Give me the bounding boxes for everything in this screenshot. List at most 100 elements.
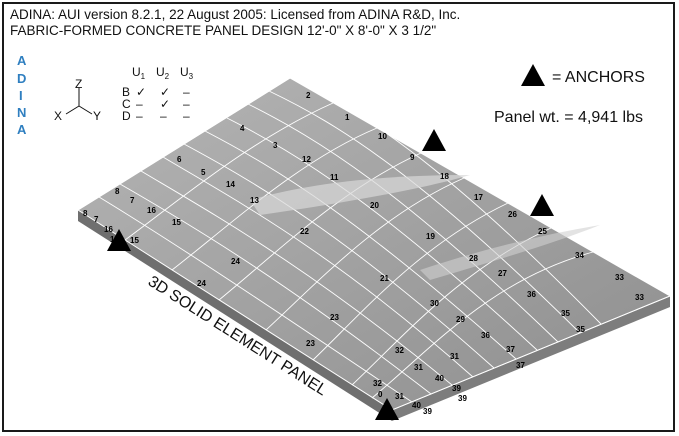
- element-label: 8: [83, 209, 88, 218]
- element-label: 31: [414, 363, 423, 372]
- element-label: 19: [426, 232, 435, 241]
- element-label: 30: [430, 299, 439, 308]
- dof-row-d-u2: –: [160, 109, 167, 123]
- element-label: 1: [345, 113, 350, 122]
- z-axis-label: Z: [75, 77, 82, 91]
- element-label: 5: [201, 168, 206, 177]
- element-label: 2: [306, 91, 311, 100]
- element-label: 33: [635, 293, 644, 302]
- element-labels: 2 1 4 10 3 9 12 6 5 11 18 14 8 17 13 7 2…: [83, 91, 644, 416]
- element-label: 37: [516, 361, 525, 370]
- dof-row-c-u1: –: [136, 97, 143, 111]
- dof-col-u1: U1: [132, 65, 146, 81]
- anchor-marker-1: [422, 129, 446, 151]
- element-label: 35: [576, 325, 585, 334]
- dof-col-u3: U3: [180, 65, 194, 81]
- dof-row-b-u1: ✓: [136, 85, 146, 99]
- dof-row-d-u3: –: [183, 109, 190, 123]
- element-label: 40: [412, 401, 421, 410]
- panel-weight-text: Panel wt. = 4,941 lbs: [494, 109, 643, 126]
- element-label: 0: [378, 390, 383, 399]
- element-label: 20: [370, 201, 379, 210]
- element-label: 9: [410, 153, 415, 162]
- element-label: 32: [395, 346, 404, 355]
- element-label: 35: [561, 309, 570, 318]
- element-label: 33: [615, 273, 624, 282]
- mesh-lines: [77, 77, 671, 411]
- dof-row-b-label: B: [122, 85, 130, 99]
- logo-letter-d: D: [17, 71, 26, 86]
- x-axis-label: X: [54, 109, 62, 123]
- element-label: 39: [452, 384, 461, 393]
- element-label: 14: [226, 180, 235, 189]
- element-label: 7: [94, 215, 99, 224]
- element-label: 6: [177, 155, 182, 164]
- y-axis-line: [78, 105, 93, 115]
- surface-highlight: [250, 175, 470, 215]
- element-label: 12: [302, 155, 311, 164]
- dof-row-b-u3: –: [183, 85, 190, 99]
- element-label: 39: [423, 407, 432, 416]
- logo-letter-n: N: [17, 105, 26, 120]
- element-label: 28: [469, 254, 478, 263]
- element-label: 16: [110, 235, 119, 244]
- element-label: 27: [498, 269, 507, 278]
- dof-row-b-u2: ✓: [160, 85, 170, 99]
- dof-col-u2: U2: [156, 65, 170, 81]
- element-label: 31: [395, 392, 404, 401]
- element-label: 32: [373, 379, 382, 388]
- header-line-2: FABRIC-FORMED CONCRETE PANEL DESIGN 12'-…: [10, 23, 437, 38]
- element-label: 8: [115, 187, 120, 196]
- element-label: 3: [273, 141, 278, 150]
- x-axis-line: [65, 105, 80, 115]
- element-label: 16: [147, 206, 156, 215]
- dof-row-d-label: D: [122, 109, 131, 123]
- header-line-1: ADINA: AUI version 8.2.1, 22 August 2005…: [10, 7, 461, 22]
- element-label: 24: [231, 257, 240, 266]
- element-label: 23: [306, 339, 315, 348]
- element-label: 10: [378, 132, 387, 141]
- dof-table: U1 U2 U3 B ✓ ✓ – C – ✓ – D – – –: [122, 65, 194, 123]
- anchor-marker-3: [107, 229, 131, 251]
- element-label: 29: [456, 315, 465, 324]
- element-label: 37: [506, 345, 515, 354]
- y-axis-label: Y: [93, 109, 101, 123]
- dof-row-c-label: C: [122, 97, 131, 111]
- anchor-marker-4: [375, 398, 399, 420]
- logo-letter-a1: A: [17, 53, 27, 68]
- element-label: 22: [300, 227, 309, 236]
- element-label: 16: [104, 225, 113, 234]
- element-label: 4: [240, 124, 245, 133]
- panel-top-surface: [77, 77, 672, 411]
- element-label: 24: [197, 279, 206, 288]
- element-label: 13: [250, 196, 259, 205]
- element-label: 15: [130, 236, 139, 245]
- element-label: 18: [440, 172, 449, 181]
- element-label: 15: [172, 218, 181, 227]
- element-label: 36: [481, 331, 490, 340]
- element-label: 39: [458, 394, 467, 403]
- anchor-legend-label: = ANCHORS: [552, 69, 645, 86]
- element-label: 26: [508, 210, 517, 219]
- dof-row-c-u3: –: [183, 97, 190, 111]
- element-label: 23: [330, 313, 339, 322]
- surface-highlight-2: [420, 225, 600, 280]
- element-label: 34: [575, 251, 584, 260]
- adina-logo: A D I N A: [17, 53, 27, 137]
- element-label: 21: [380, 274, 389, 283]
- element-label: 40: [435, 374, 444, 383]
- dof-row-d-u1: –: [136, 109, 143, 123]
- element-label: 31: [450, 352, 459, 361]
- dof-row-c-u2: ✓: [160, 97, 170, 111]
- panel-front-face: [78, 210, 392, 421]
- element-label: 36: [527, 290, 536, 299]
- anchor-marker-2: [530, 194, 554, 216]
- element-label: 17: [474, 193, 483, 202]
- panel-right-face: [392, 296, 670, 421]
- anchor-legend-icon: [521, 64, 545, 86]
- logo-letter-i: I: [19, 88, 23, 103]
- logo-letter-a2: A: [17, 122, 27, 137]
- element-label: 25: [538, 227, 547, 236]
- element-label: 11: [330, 173, 339, 182]
